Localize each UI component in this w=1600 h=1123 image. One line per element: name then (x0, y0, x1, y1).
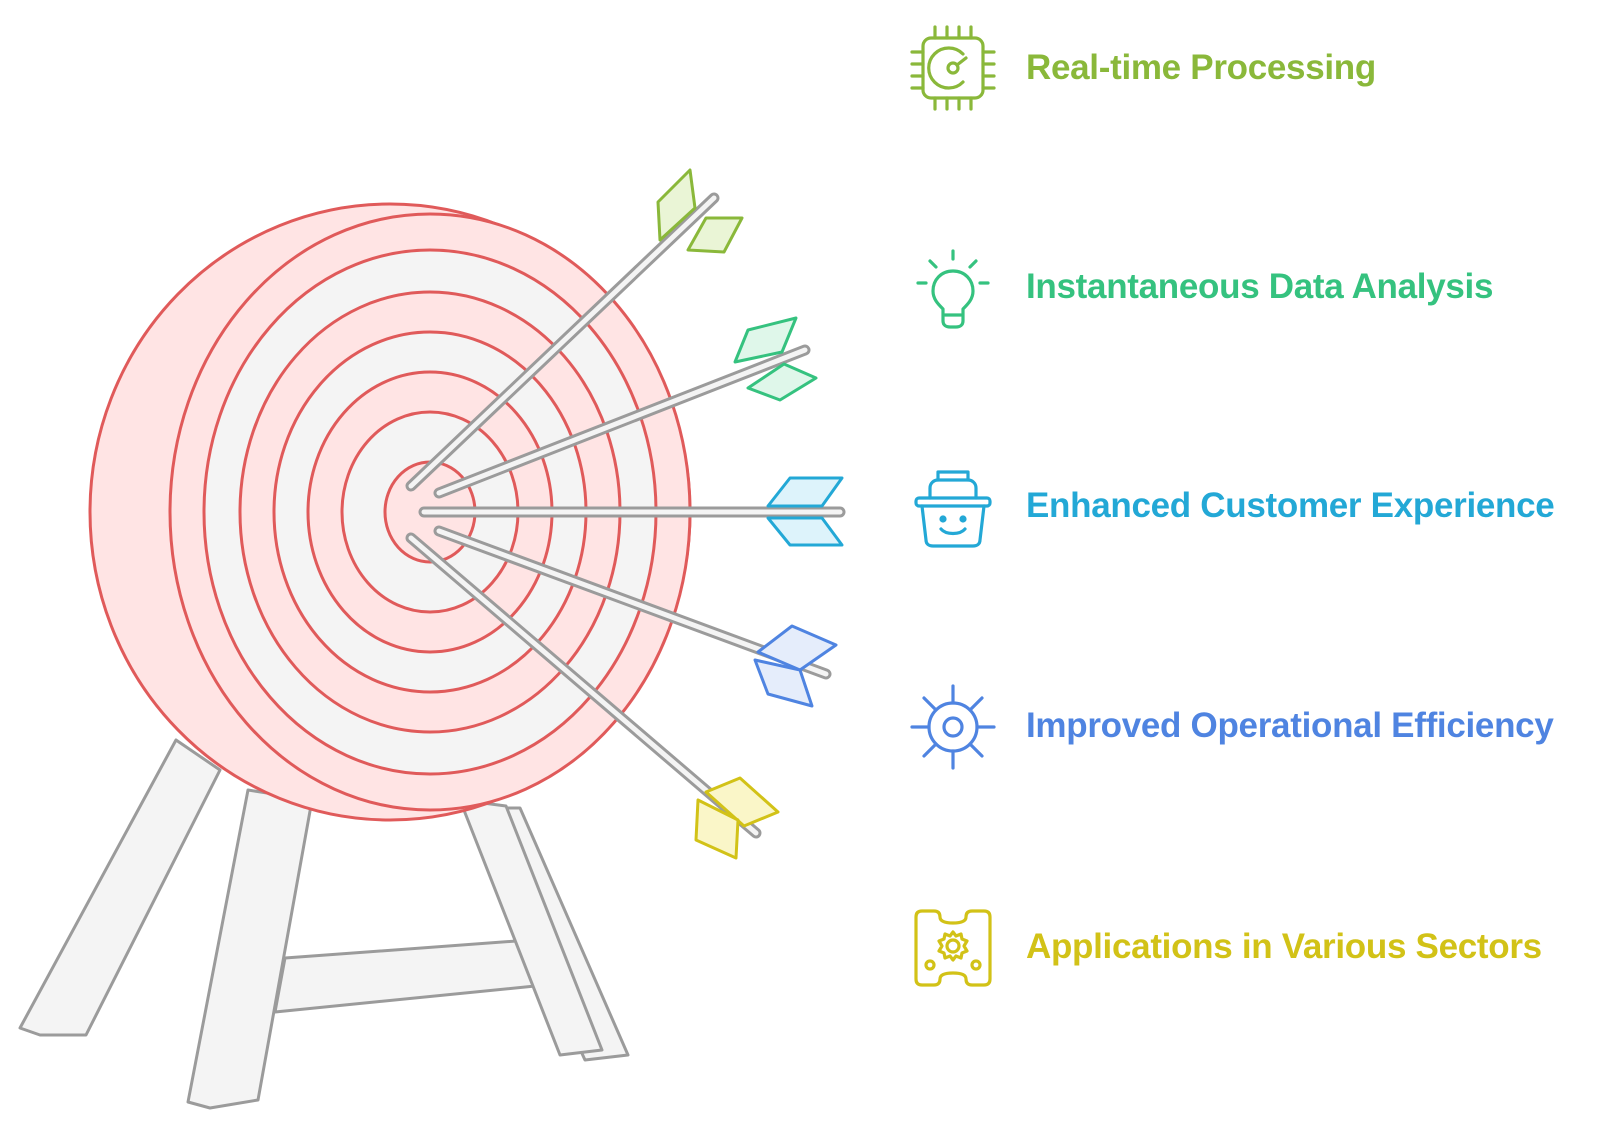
item-enhanced-customer-experience: Enhanced Customer Experience (908, 462, 1588, 552)
arrow-4-fletching-lower (753, 658, 814, 708)
stand-back-leg-left (18, 738, 222, 1037)
sector-gear-icon (914, 909, 992, 987)
target-stand (18, 738, 630, 1110)
gear-icon (910, 684, 996, 770)
arrow-3-fletching (766, 476, 844, 508)
arrow-2 (433, 316, 818, 499)
arrow-5-fletching (704, 776, 780, 828)
item-label: Applications in Various Sectors (1026, 927, 1542, 966)
stand-front-leg-left (186, 788, 314, 1110)
arrow-5-fletching-lower (694, 798, 740, 860)
item-label: Enhanced Customer Experience (1026, 486, 1555, 525)
item-label: Improved Operational Efficiency (1026, 706, 1554, 745)
arrow-4 (433, 525, 838, 708)
arrow-2-fletching-lower (746, 362, 818, 402)
arrow-1 (405, 168, 744, 492)
arrow-3 (418, 476, 846, 547)
item-label: Instantaneous Data Analysis (1026, 267, 1494, 306)
item-improved-operational-efficiency: Improved Operational Efficiency (908, 682, 1588, 772)
item-label: Real-time Processing (1026, 48, 1376, 87)
stand-front-leg-right (458, 798, 604, 1057)
arrow-1-fletching-lower (686, 216, 744, 254)
arrow-2-fletching (733, 316, 798, 364)
item-real-time-processing: Real-time Processing (908, 24, 1588, 114)
arrow-5 (405, 532, 780, 860)
arrow-3-fletching-lower (766, 516, 844, 547)
arrow-1-fletching (656, 168, 697, 242)
item-applications-in-various-sectors: Applications in Various Sectors (908, 903, 1588, 993)
stand-crossbar (273, 938, 547, 1014)
cpu-chip-icon (910, 25, 996, 111)
arrows (405, 168, 846, 860)
arrow-4-fletching (756, 624, 838, 672)
item-instantaneous-data-analysis: Instantaneous Data Analysis (908, 243, 1588, 333)
lightbulb-icon (916, 249, 990, 329)
smiling-basket-icon (914, 470, 992, 548)
